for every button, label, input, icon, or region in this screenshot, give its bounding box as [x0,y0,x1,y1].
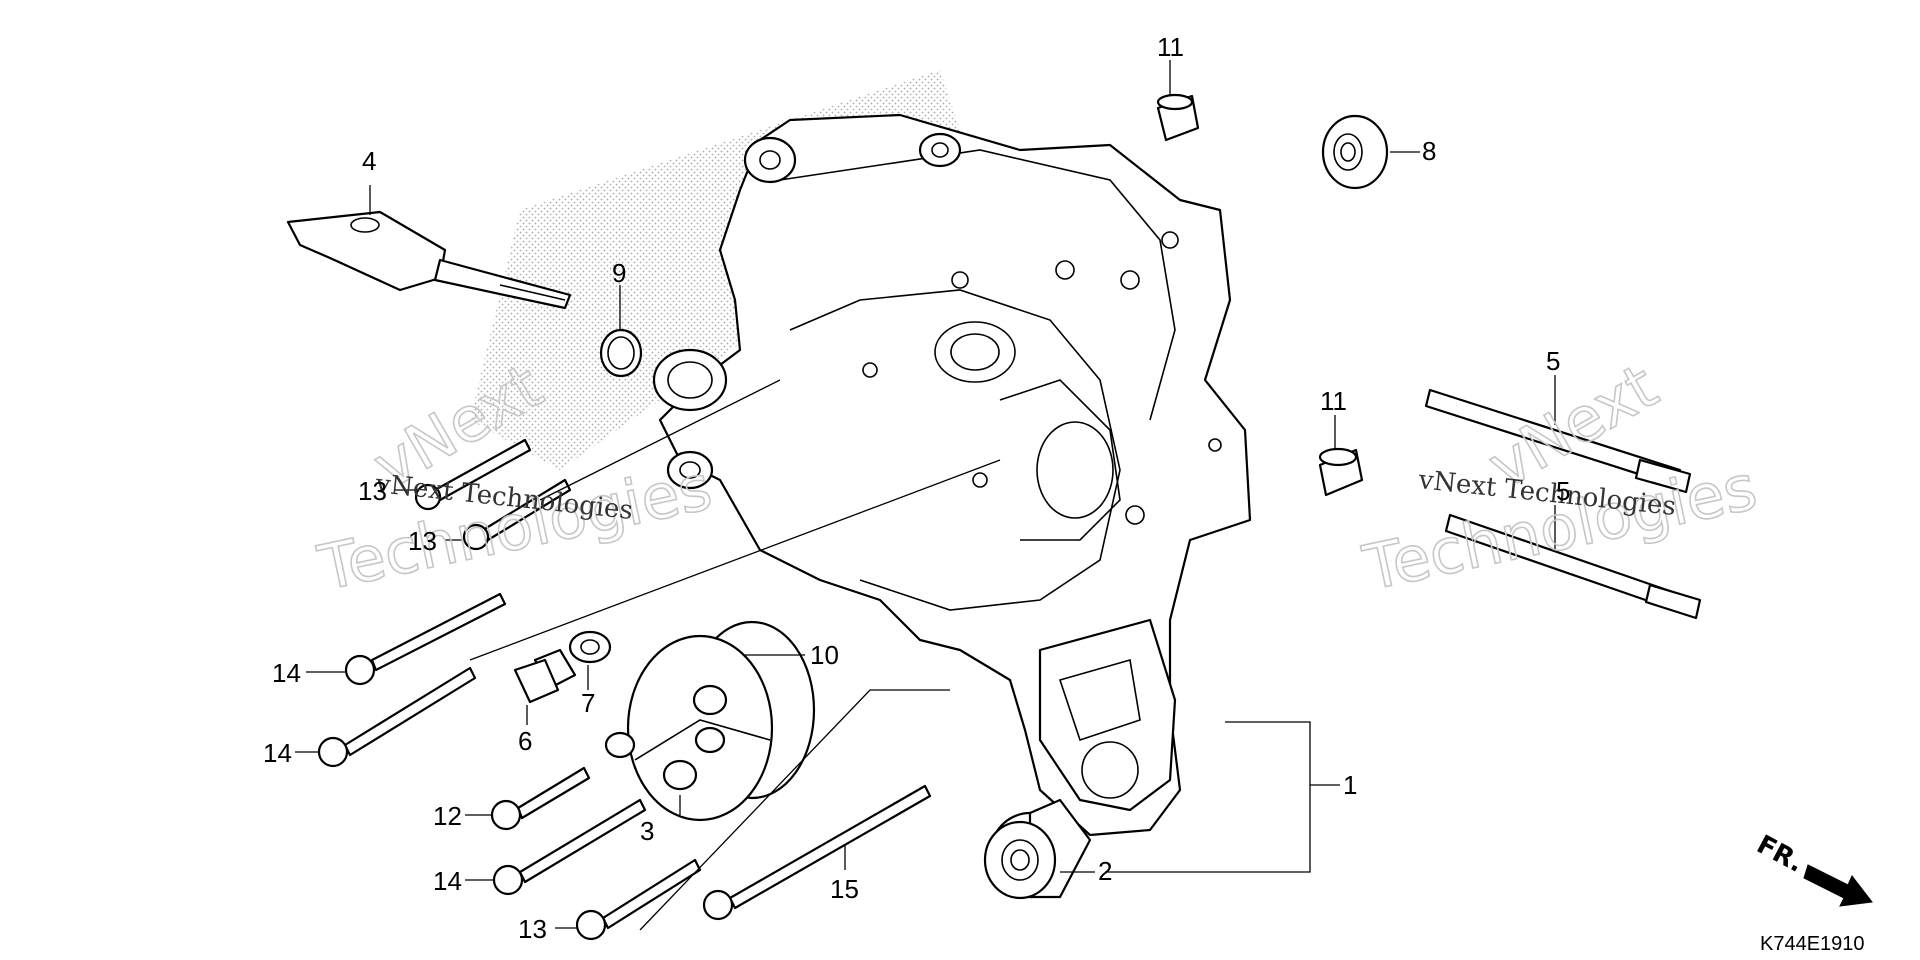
callouts: 4 9 11 8 11 5 5 1 2 10 7 6 3 14 14 12 14… [263,32,1570,944]
bolt-15[interactable] [702,784,932,921]
leader-lines [295,60,1556,931]
dowel-pin-top[interactable] [1156,93,1200,142]
bolt-12[interactable] [490,766,591,831]
watermark-left-word2: Technologies [312,450,718,604]
callout-8: 8 [1422,136,1436,166]
bolt-13-upper-b[interactable] [462,478,572,551]
callout-11-top: 11 [1157,32,1184,62]
bolt-13-lower[interactable] [575,858,702,941]
bolt-14-upper[interactable] [344,592,507,686]
bolt-14-middle[interactable] [317,666,477,768]
bolt-13-upper-a[interactable] [414,438,532,511]
callout-11-right: 11 [1320,386,1347,416]
dipstick[interactable] [286,210,572,310]
small-cover[interactable] [604,634,774,822]
dowel-pin-right[interactable] [1318,447,1364,497]
callout-9: 9 [612,258,626,288]
callout-1: 1 [1343,770,1357,800]
callout-14-upper: 14 [272,658,301,688]
drain-bolt[interactable] [513,648,577,704]
callout-5-upper: 5 [1546,346,1560,376]
callout-13-lower: 13 [518,914,547,944]
crankcase-cover[interactable] [652,113,1252,837]
stud-bolt-upper[interactable] [1424,388,1692,494]
callout-10: 10 [810,640,839,670]
bearing[interactable] [983,798,1092,900]
bolt-14-lower[interactable] [492,798,647,896]
callout-7: 7 [581,688,595,718]
fr-label: FR. [1752,830,1809,879]
front-arrow: FR. [1752,830,1873,907]
sealing-washer[interactable] [568,630,612,664]
callout-12: 12 [433,801,462,831]
callout-14-lower: 14 [433,866,462,896]
callout-4: 4 [362,146,376,176]
callout-13-upper-a: 13 [358,476,387,506]
callout-15: 15 [830,874,859,904]
callout-14-middle: 14 [263,738,292,768]
callout-5-lower: 5 [1556,476,1570,506]
callout-13-upper-b: 13 [408,526,437,556]
callout-2: 2 [1098,856,1112,886]
callout-6: 6 [518,726,532,756]
oil-seal[interactable] [1321,114,1389,190]
callout-3: 3 [640,816,654,846]
diagram-code: K744E1910 [1760,933,1865,955]
o-ring[interactable] [599,328,643,378]
stud-bolt-lower[interactable] [1444,513,1702,620]
